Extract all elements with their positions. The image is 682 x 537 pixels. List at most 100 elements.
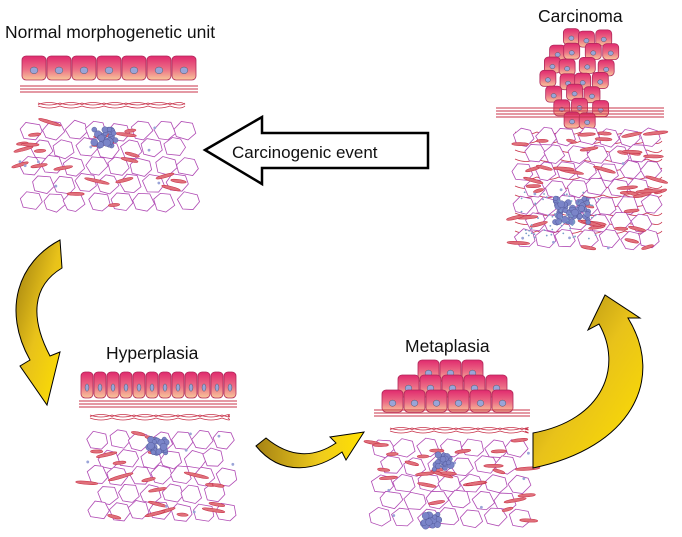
stromal-nucleus xyxy=(217,434,221,438)
scattered-cell-dot xyxy=(524,229,527,232)
scattered-cell-dot xyxy=(545,196,548,199)
scattered-cell-dot xyxy=(559,210,562,213)
stromal-cell-outline xyxy=(575,160,597,181)
scattered-cell-dot xyxy=(533,236,536,239)
stromal-nucleus xyxy=(533,192,537,196)
scattered-cell-dot xyxy=(588,197,591,200)
stromal-cell-outline xyxy=(161,483,184,503)
fibroblast xyxy=(466,480,487,486)
fibroblast xyxy=(645,175,668,184)
scattered-cell-dot xyxy=(551,215,554,218)
epithelial-cell xyxy=(563,42,581,60)
fibroblast xyxy=(13,146,34,153)
fibroblast xyxy=(490,449,507,454)
stromal-cell-outline xyxy=(118,484,140,503)
scattered-cell-dot xyxy=(591,216,593,219)
stromal-cell-outline xyxy=(512,195,535,215)
metaplasia-tissue-illustration xyxy=(363,359,541,530)
scattered-cell-dot xyxy=(562,232,565,235)
scattered-cell-dot xyxy=(582,191,585,194)
stromal-cell-outline xyxy=(88,192,111,212)
scattered-cell-dot xyxy=(520,197,523,200)
epithelial-cell xyxy=(425,389,448,413)
epithelial-cell xyxy=(591,72,609,89)
fibroblast xyxy=(38,118,62,127)
stromal-cell-outline xyxy=(43,193,67,213)
scattered-cell-dot xyxy=(566,214,568,216)
epithelial-cell xyxy=(171,371,185,399)
stromal-cell-outline xyxy=(524,144,547,163)
immune-cell-cluster-dot xyxy=(434,521,441,528)
epithelial-cell xyxy=(158,371,172,399)
fibroblast xyxy=(53,165,73,171)
stromal-nucleus xyxy=(165,504,168,508)
fibroblast xyxy=(84,177,110,185)
fibroblast xyxy=(115,177,134,184)
immune-cell-cluster-dot xyxy=(421,512,430,520)
stromal-cell-outline xyxy=(173,121,197,141)
epithelial-cell xyxy=(121,55,147,81)
scattered-cell-dot xyxy=(574,235,577,238)
stromal-cell-outline xyxy=(62,156,86,177)
fibroblast xyxy=(628,225,647,232)
fibroblast xyxy=(577,132,596,137)
immune-cell-cluster-dot xyxy=(110,130,117,136)
scattered-cell-dot xyxy=(594,214,597,217)
collagen-fiber xyxy=(89,414,230,417)
scattered-cell-dot xyxy=(523,191,526,194)
stromal-cell-outline xyxy=(512,127,535,147)
epithelial-cell xyxy=(93,371,107,399)
fibroblast xyxy=(75,480,99,485)
stromal-nucleus xyxy=(522,477,526,481)
fibroblast xyxy=(525,184,542,189)
stromal-cell-outline xyxy=(459,509,484,529)
fibroblast xyxy=(379,475,398,480)
immune-cell-cluster-dot xyxy=(90,138,98,147)
fibroblast xyxy=(124,128,137,133)
collagen-fiber xyxy=(37,105,186,109)
stromal-nucleus xyxy=(192,510,196,514)
stromal-cell-outline xyxy=(460,438,485,457)
stromal-cell-outline xyxy=(403,491,427,510)
immune-cell-cluster-dot xyxy=(425,518,433,526)
scattered-cell-dot xyxy=(553,213,556,215)
fibroblast xyxy=(529,221,548,228)
stromal-cell-outline xyxy=(535,229,557,249)
stromal-nucleus xyxy=(526,451,530,455)
epithelial-cell xyxy=(146,55,172,81)
scattered-cell-dot xyxy=(558,200,561,203)
scattered-cell-dot xyxy=(594,234,597,237)
immune-cell-cluster-dot xyxy=(432,514,438,520)
scattered-cell-dot xyxy=(528,229,531,232)
epithelial-cell xyxy=(566,83,583,101)
immune-cell-cluster-dot xyxy=(562,207,568,213)
stromal-cell-outline xyxy=(85,156,109,176)
stromal-cell-outline xyxy=(119,173,142,194)
stromal-cell-outline xyxy=(212,430,235,450)
stromal-nucleus xyxy=(89,145,93,149)
immune-cell-cluster-dot xyxy=(112,137,119,143)
fibroblast xyxy=(183,471,210,479)
fibroblast xyxy=(208,502,226,507)
stromal-cell-outline xyxy=(640,194,663,214)
epithelial-cell xyxy=(145,371,159,399)
stromal-cell-outline xyxy=(170,465,192,484)
stromal-cell-outline xyxy=(566,179,589,199)
normal-tissue-illustration xyxy=(11,55,200,213)
stromal-cell-outline xyxy=(471,490,496,511)
stromal-cell-outline xyxy=(191,429,214,450)
epithelial-cell xyxy=(571,97,588,115)
stromal-nucleus xyxy=(86,460,90,464)
stromal-cell-outline xyxy=(132,192,156,212)
epithelial-cell xyxy=(469,389,492,413)
scattered-cell-dot xyxy=(533,233,536,236)
epithelial-cell xyxy=(545,85,563,103)
immune-cell-cluster-dot xyxy=(159,443,168,451)
epithelial-cell xyxy=(71,55,97,81)
stromal-cell-outline xyxy=(176,191,200,210)
fibroblast xyxy=(641,244,654,250)
fibroblast xyxy=(120,157,139,163)
scattered-cell-dot xyxy=(597,197,600,200)
fibroblast xyxy=(506,214,524,221)
scattered-cell-dot xyxy=(573,220,575,222)
